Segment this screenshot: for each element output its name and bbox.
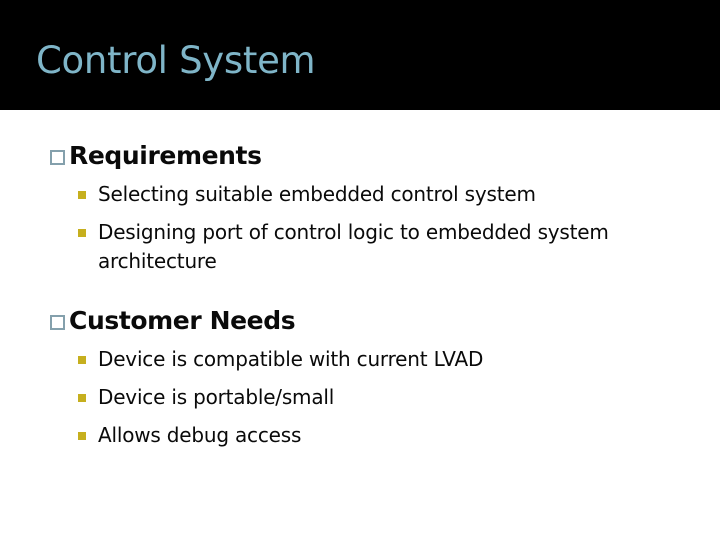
solid-square-bullet-icon (78, 356, 86, 364)
list-item: Device is portable/small (78, 383, 618, 412)
list-item: Device is compatible with current LVAD (78, 345, 618, 374)
solid-square-bullet-icon (78, 394, 86, 402)
list-item-label: Device is compatible with current LVAD (98, 347, 484, 371)
slide-title: Control System (36, 39, 316, 82)
list-item-label: Designing port of control logic to embed… (98, 220, 609, 273)
slide-body: Requirements Selecting suitable embedded… (0, 110, 720, 540)
section-heading-customer-needs: Customer Needs (50, 305, 720, 337)
list-item-label: Selecting suitable embedded control syst… (98, 182, 536, 206)
hollow-square-bullet-icon (50, 315, 65, 330)
bullet-list-requirements: Selecting suitable embedded control syst… (0, 180, 720, 276)
hollow-square-bullet-icon (50, 150, 65, 165)
title-band: Control System (0, 0, 720, 110)
section-heading-label: Requirements (69, 141, 262, 170)
solid-square-bullet-icon (78, 191, 86, 199)
list-item-label: Allows debug access (98, 423, 302, 447)
section-heading-requirements: Requirements (50, 140, 720, 172)
list-item: Allows debug access (78, 421, 618, 450)
section-heading-label: Customer Needs (69, 306, 296, 335)
list-item-label: Device is portable/small (98, 385, 335, 409)
bullet-list-customer-needs: Device is compatible with current LVAD D… (0, 345, 720, 450)
solid-square-bullet-icon (78, 229, 86, 237)
list-item: Selecting suitable embedded control syst… (78, 180, 618, 209)
solid-square-bullet-icon (78, 432, 86, 440)
list-item: Designing port of control logic to embed… (78, 218, 618, 276)
